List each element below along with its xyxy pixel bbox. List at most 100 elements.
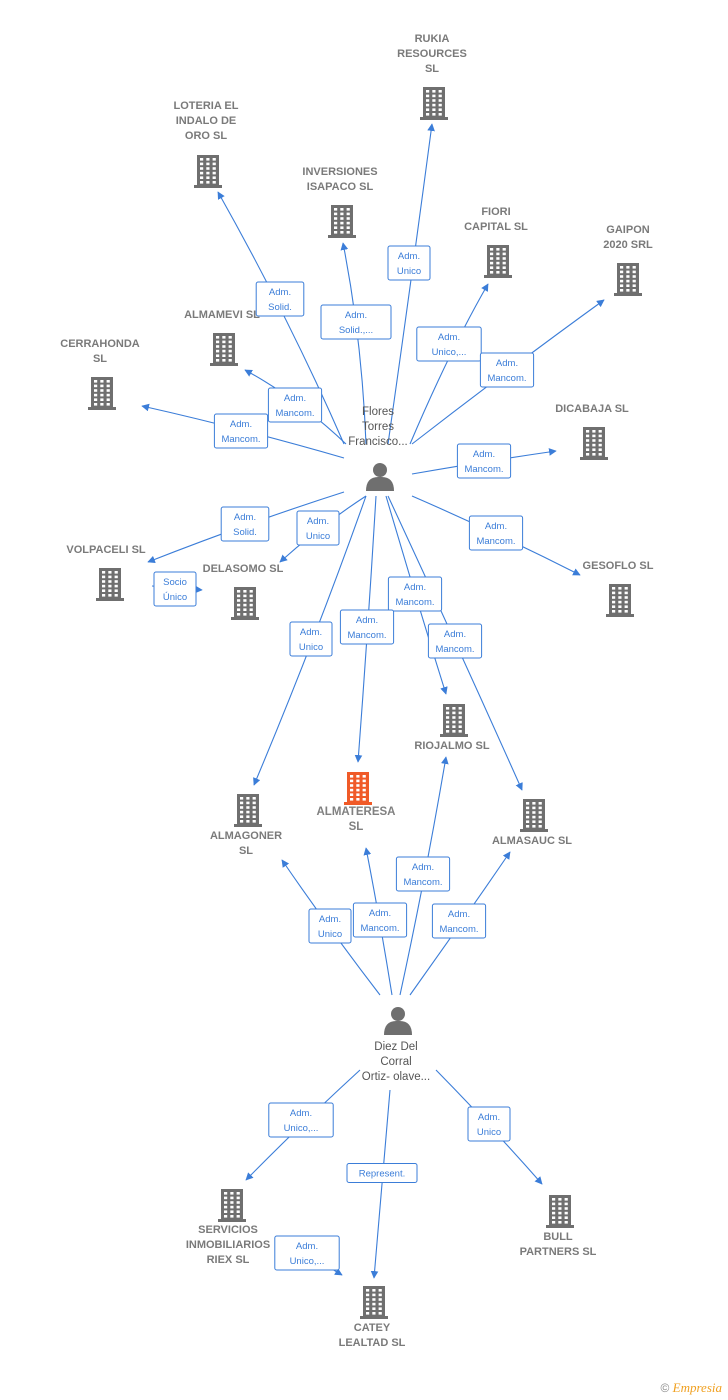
relation-label-text: Adm. [296, 1241, 318, 1252]
company-name: GAIPON [606, 224, 649, 236]
relation-label-diez-to-almagoner[interactable]: Adm.Unico [308, 908, 352, 944]
relation-label-box [346, 1163, 418, 1183]
company-name: ALMAMEVI SL [184, 309, 260, 321]
relation-label-flores-to-almamevi[interactable]: Adm.Mancom. [267, 387, 323, 423]
relation-label-diez-to-riex[interactable]: Adm.Unico,... [268, 1102, 334, 1138]
relation-label-diez-to-bull[interactable]: Adm.Unico [467, 1106, 511, 1142]
relation-label-text: Unico,... [290, 1256, 325, 1267]
edge-flores-to-rukia [387, 123, 435, 445]
footer: © Empresia [660, 1380, 722, 1396]
building-icon [344, 772, 372, 805]
relation-label-flores-to-fiori[interactable]: Adm.Unico,... [416, 326, 482, 362]
company-name: PARTNERS SL [520, 1246, 597, 1258]
relation-label-flores-to-gaipon[interactable]: Adm.Mancom. [479, 352, 535, 388]
relation-label-flores-to-riojalmo[interactable]: Adm.Mancom. [387, 576, 443, 612]
relation-label-box [395, 856, 451, 892]
relation-label-text: Unico [299, 642, 323, 653]
building-icon [440, 704, 468, 737]
relation-label-flores-to-inversiones[interactable]: Adm.Solid.,... [320, 304, 392, 340]
relation-label-box [468, 515, 524, 551]
building-icon [88, 377, 116, 410]
company-node-catey[interactable]: CATEY LEALTAD SL [339, 1286, 406, 1349]
relation-label-text: Mancom. [435, 644, 474, 655]
relation-label-box [213, 413, 269, 449]
company-node-delasomo[interactable]: DELASOMO SL [203, 563, 284, 620]
person-name: Francisco... [348, 436, 407, 448]
person-name: Torres [362, 421, 394, 433]
relation-label-flores-to-almasauc[interactable]: Adm. Mancom. [427, 623, 483, 659]
company-name: GESOFLO SL [583, 560, 654, 572]
building-icon [231, 587, 259, 620]
relation-label-text: Adm. [284, 393, 306, 404]
company-node-almasauc[interactable]: ALMASAUC SL [492, 799, 572, 847]
building-icon [420, 87, 448, 120]
relation-label-flores-to-dicabaja[interactable]: Adm.Mancom. [456, 443, 512, 479]
relation-labels-layer: Adm.UnicoAdm.Solid.Adm.Solid.,...Adm.Uni… [153, 245, 535, 1271]
relation-label-box [255, 281, 305, 317]
relation-label-text: Adm. [234, 512, 256, 523]
relation-label-box [352, 902, 408, 938]
relation-label-diez-to-almateresa[interactable]: Adm.Mancom. [352, 902, 408, 938]
relation-label-text: Adm. [444, 629, 466, 640]
relation-label-box [427, 623, 483, 659]
building-icon [606, 584, 634, 617]
relation-label-text: Solid. [268, 302, 292, 313]
company-name: CATEY [354, 1322, 391, 1334]
relation-label-flores-to-cerrahonda[interactable]: Adm.Mancom. [213, 413, 269, 449]
edge-flores-to-loteria [217, 191, 345, 445]
relation-label-text: Socio [163, 577, 187, 588]
relation-label-text: Adm. [290, 1108, 312, 1119]
relation-label-box [274, 1235, 340, 1271]
company-node-dicabaja[interactable]: DICABAJA SL [555, 403, 629, 460]
relation-label-diez-to-riojalmo[interactable]: Adm.Mancom. [395, 856, 451, 892]
person-name: Flores [362, 406, 394, 418]
company-name: LEALTAD SL [339, 1337, 406, 1349]
edge-diez-to-catey [370, 1089, 391, 1279]
relation-label-riex-to-catey[interactable]: Adm. Unico,... [274, 1235, 340, 1271]
relation-label-flores-to-delasomo[interactable]: Adm.Unico [296, 510, 340, 546]
relation-label-text: Unico,... [432, 347, 467, 358]
relation-label-diez-to-catey[interactable]: Represent. [346, 1163, 418, 1183]
relation-label-flores-to-almagoner[interactable]: Adm.Unico [289, 621, 333, 657]
company-node-riojalmo[interactable]: RIOJALMO SL [414, 704, 490, 752]
relation-label-flores-to-almateresa[interactable]: Adm.Mancom. [339, 609, 395, 645]
relation-label-diez-to-almasauc[interactable]: Adm.Mancom. [431, 903, 487, 939]
relation-label-box [387, 245, 431, 281]
relation-label-flores-to-loteria[interactable]: Adm.Solid. [255, 281, 305, 317]
company-name: SL [425, 63, 439, 75]
person-icon [384, 1007, 412, 1035]
company-name: SL [239, 845, 253, 857]
company-node-volpaceli[interactable]: VOLPACELI SL [66, 544, 146, 601]
company-name: ALMASAUC SL [492, 835, 572, 847]
company-name: INDALO DE [176, 115, 237, 127]
company-node-gesoflo[interactable]: GESOFLO SL [583, 560, 654, 617]
relation-label-flores-to-rukia[interactable]: Adm.Unico [387, 245, 431, 281]
company-node-almamevi[interactable]: ALMAMEVI SL [184, 309, 260, 366]
relation-label-box [308, 908, 352, 944]
relation-label-text: Mancom. [464, 464, 503, 475]
brand-logo[interactable]: Empresia [672, 1380, 722, 1395]
relation-label-box [289, 621, 333, 657]
relation-label-flores-to-volpaceli[interactable]: Adm.Solid. [220, 506, 270, 542]
person-node-flores[interactable]: FloresTorresFrancisco... [348, 406, 408, 491]
relation-label-box [268, 1102, 334, 1138]
relation-label-text: Mancom. [360, 923, 399, 934]
relation-label-flores-to-gesoflo[interactable]: Adm.Mancom. [468, 515, 524, 551]
building-icon [234, 794, 262, 827]
relation-label-text: Adm. [485, 521, 507, 532]
building-icon [328, 205, 356, 238]
